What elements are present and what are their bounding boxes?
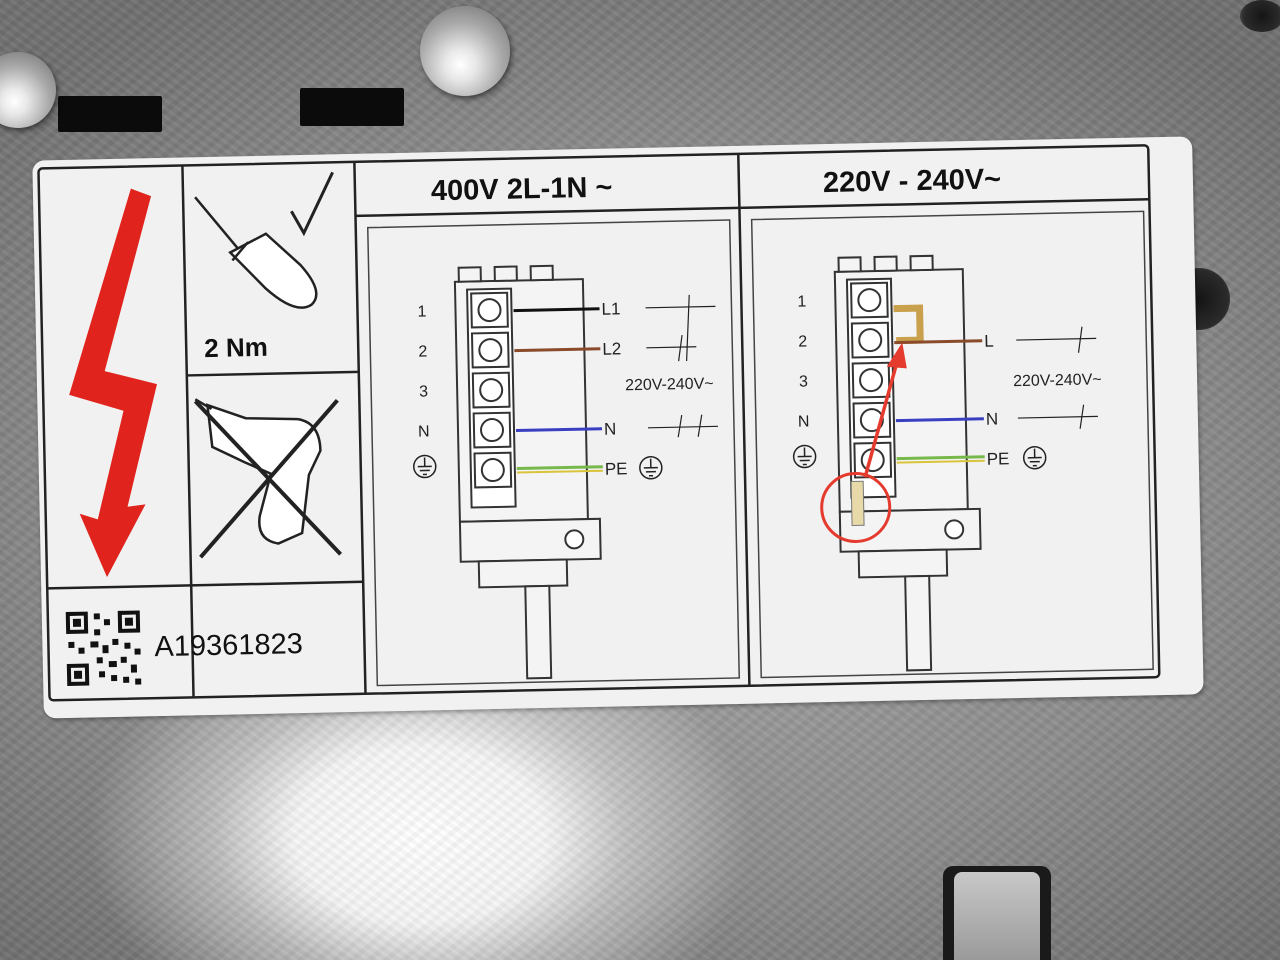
terminal-n-right: N [798, 413, 810, 430]
torque-label: 2 Nm [204, 332, 268, 363]
terminal-screws-left [470, 291, 585, 550]
wire-label-n-right: N [986, 409, 999, 428]
label-graphics: 2 Nm A19361823 400V 2L-1N ~ [37, 144, 1161, 702]
screwdriver-icon [194, 196, 318, 309]
voltage-ties-right [1016, 326, 1098, 429]
voltage-right: 220V-240V~ [1013, 371, 1102, 390]
terminal-1-left: 1 [417, 303, 426, 320]
checkmark-icon [290, 171, 334, 237]
part-code: A19361823 [154, 628, 303, 663]
panel-right-frame [750, 210, 1154, 679]
terminal-3-left: 3 [419, 383, 428, 400]
terminal-2-left: 2 [418, 343, 427, 360]
wire-label-n-left: N [604, 419, 617, 438]
wire-brown-right [894, 339, 983, 345]
wire-label-l2: L2 [602, 339, 621, 358]
annotation-arrow-shaft [863, 356, 901, 478]
lightning-bolt-icon [69, 188, 157, 578]
divider-nm-row [186, 370, 359, 377]
wire-label-l: L [984, 332, 994, 351]
terminal-n-left: N [418, 423, 430, 440]
ground-symbol-left [639, 455, 663, 480]
wiring-label: 2 Nm A19361823 400V 2L-1N ~ [32, 136, 1204, 719]
divider-col-3 [737, 153, 751, 686]
ground-symbol-left-terminal [413, 454, 437, 479]
voltage-left: 220V-240V~ [625, 375, 714, 394]
divider-header-row [355, 197, 1150, 218]
mounting-hole-corner [1240, 0, 1280, 32]
ground-symbol-right [1022, 445, 1047, 470]
vent-slot-right [300, 88, 404, 126]
panel-left-frame [366, 219, 741, 687]
wire-green-left [516, 465, 603, 471]
terminal-1-right: 1 [797, 293, 806, 310]
voltage-ties-left [645, 294, 718, 438]
wire-label-l1: L1 [601, 299, 620, 318]
jumper-bridge [893, 304, 924, 345]
wire-blue-right [895, 417, 984, 423]
divider-col-1 [181, 165, 195, 698]
wire-black-left [513, 307, 600, 313]
no-power-drill-icon [193, 398, 343, 559]
terminal-screws-right [849, 281, 965, 540]
ground-symbol-right-terminal [792, 444, 817, 469]
label-border [37, 144, 1161, 702]
wire-yellow-right [896, 459, 985, 464]
screw-top-center [420, 6, 510, 96]
annotation-circle [820, 471, 892, 543]
panel-left-title: 400V 2L-1N ~ [431, 171, 613, 207]
wire-brown-left [514, 347, 601, 353]
stored-jumper [850, 480, 865, 527]
annotation-arrow-head [886, 342, 907, 369]
panel-right-title: 220V - 240V~ [823, 163, 1002, 199]
terminal-3-right: 3 [799, 373, 808, 390]
wire-green-right [896, 455, 985, 461]
divider-col-2 [353, 161, 367, 694]
divider-code-row [47, 580, 364, 590]
wire-yellow-left [516, 469, 603, 474]
terminal-2-right: 2 [798, 333, 807, 350]
qr-code [65, 610, 142, 687]
metal-tab-inner [954, 872, 1040, 960]
wire-label-pe-left: PE [605, 459, 628, 478]
wire-label-pe-right: PE [987, 449, 1010, 468]
vent-slot-left [58, 96, 162, 132]
wire-blue-left [515, 427, 603, 433]
